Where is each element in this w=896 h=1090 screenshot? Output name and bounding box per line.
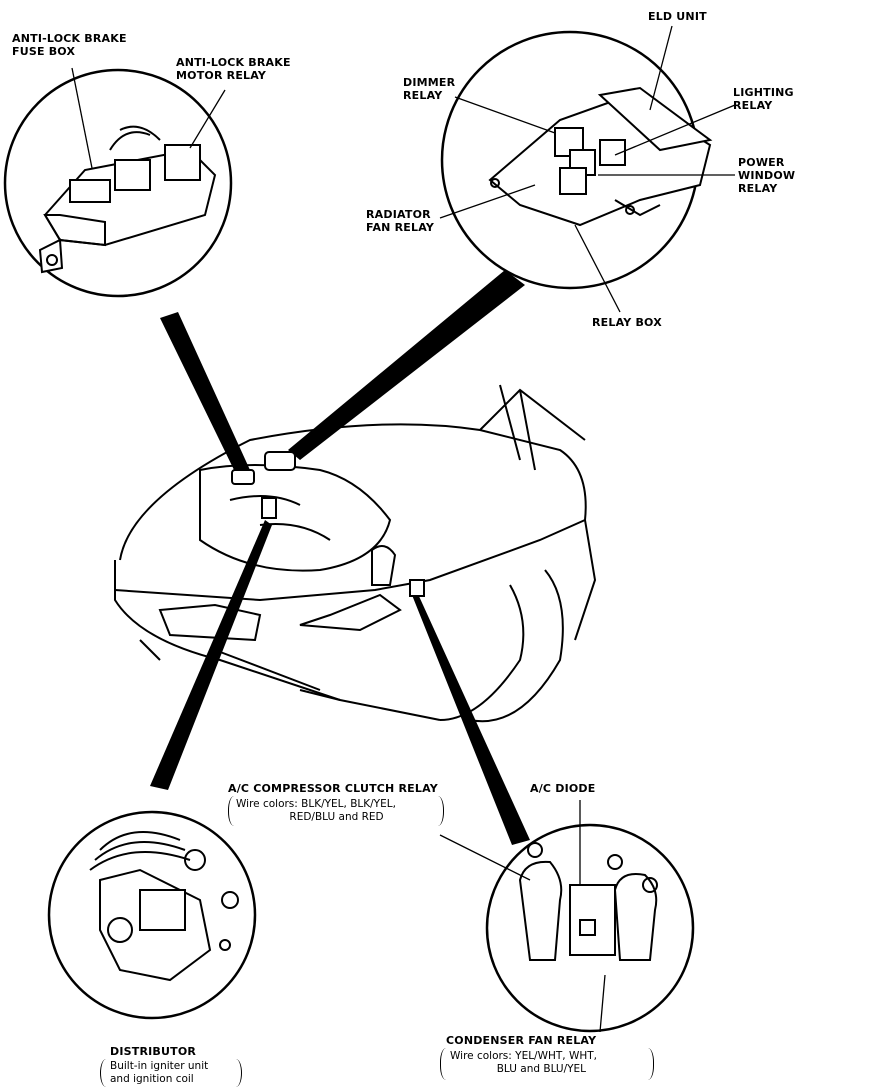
condenser-drawing	[518, 842, 658, 961]
brace-condenser-wires	[440, 1048, 654, 1080]
wedge-distributor	[150, 520, 272, 790]
pointer-lines	[71, 25, 736, 1033]
abs-fuse-box-drawing	[38, 125, 217, 274]
label-power-window-relay: POWER WINDOW RELAY	[738, 156, 796, 195]
label-abs-motor-relay: ANTI-LOCK BRAKE MOTOR RELAY	[176, 56, 291, 82]
brace-distributor	[100, 1059, 242, 1087]
wedge-abs-fusebox	[160, 312, 250, 474]
wedge-condenser	[410, 590, 530, 845]
relay-box-drawing	[488, 86, 713, 227]
note-condenser-wires: Wire colors: YEL/WHT, WHT, BLU and BLU/Y…	[450, 1050, 597, 1075]
label-relay-box: RELAY BOX	[592, 316, 662, 329]
leader-wedges	[150, 270, 530, 845]
note-ac-clutch-wires: Wire colors: BLK/YEL, BLK/YEL, RED/BLU a…	[236, 798, 396, 823]
label-dimmer-relay: DIMMER RELAY	[403, 76, 456, 102]
distributor-drawing	[89, 831, 239, 982]
note-distributor: Built-in igniter unit and ignition coil	[110, 1060, 209, 1085]
car-drawing	[114, 384, 597, 723]
wedge-relay-box	[288, 270, 525, 460]
label-ac-clutch-relay: A/C COMPRESSOR CLUTCH RELAY	[228, 782, 438, 795]
label-distributor: DISTRIBUTOR	[110, 1045, 197, 1058]
brace-ac-clutch-wires	[228, 796, 444, 826]
label-radiator-fan-relay: RADIATOR FAN RELAY	[366, 208, 435, 234]
label-abs-fuse-box: ANTI-LOCK BRAKE FUSE BOX	[12, 32, 127, 58]
label-condenser-fan-relay: CONDENSER FAN RELAY	[446, 1034, 597, 1047]
label-ac-diode: A/C DIODE	[530, 782, 596, 795]
label-lighting-relay: LIGHTING RELAY	[733, 86, 794, 112]
label-eld-unit: ELD UNIT	[648, 10, 707, 23]
